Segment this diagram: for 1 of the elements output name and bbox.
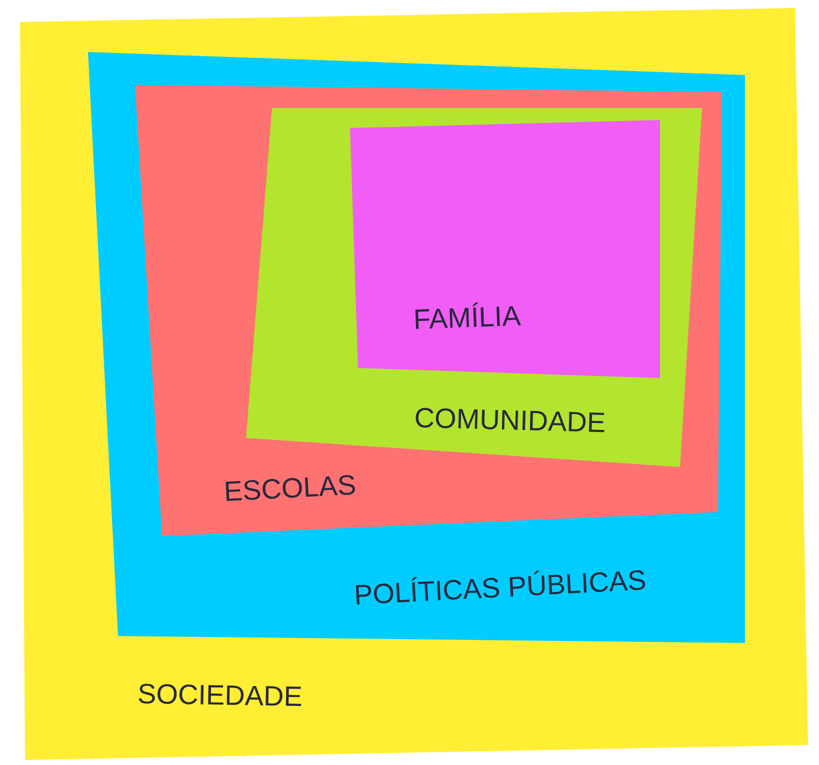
nested-area: FAMÍLIA [350, 120, 660, 378]
